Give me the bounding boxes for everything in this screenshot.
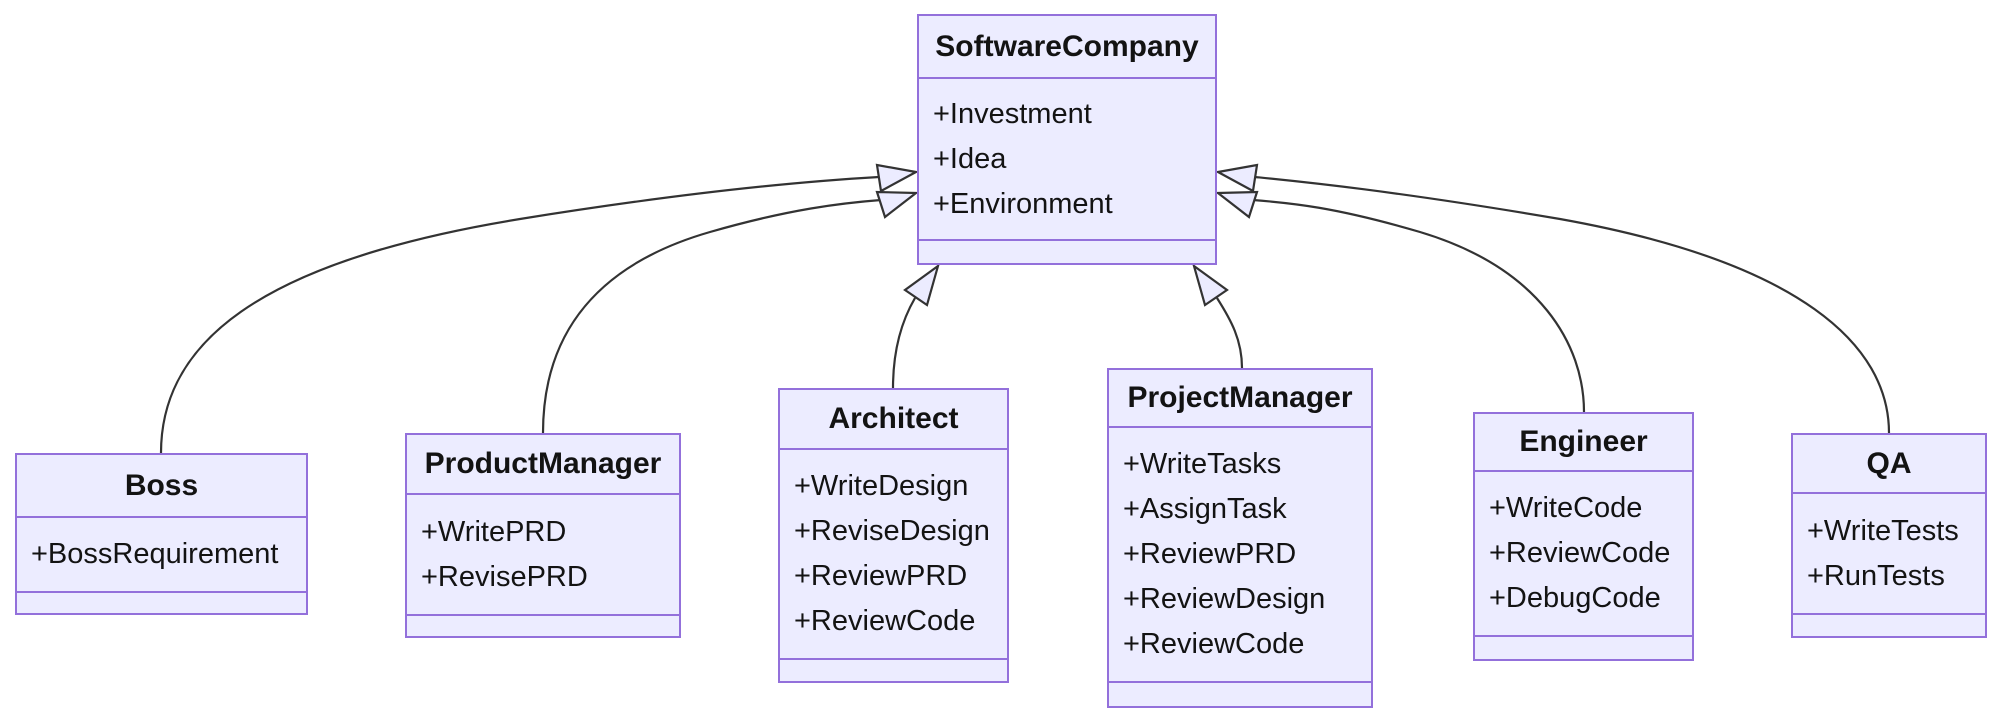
inheritance-arrowhead-boss	[875, 163, 920, 193]
inheritance-arrowhead-architect	[903, 263, 940, 307]
class-member: +BossRequirement	[31, 538, 279, 570]
class-member: +ReviewCode	[794, 605, 976, 637]
inheritance-arrowhead-projectmanager	[1192, 263, 1229, 307]
class-member: +Investment	[933, 97, 1092, 130]
class-member: +ReviewCode	[1489, 537, 1671, 569]
class-box-boss: Boss +BossRequirement	[15, 453, 308, 615]
class-title: Engineer	[1475, 414, 1692, 472]
class-member: +RunTests	[1807, 559, 1945, 592]
class-member: +ReviewDesign	[1123, 583, 1326, 615]
class-members: +WritePRD +RevisePRD	[407, 495, 679, 616]
class-members: +WriteTasks +AssignTask +ReviewPRD +Revi…	[1109, 428, 1371, 683]
class-title: QA	[1793, 435, 1985, 494]
class-methods-empty	[780, 660, 1007, 681]
class-methods-empty	[1109, 683, 1371, 706]
edge-boss-inheritance	[159, 175, 880, 454]
class-methods-empty	[1475, 637, 1692, 659]
class-members: +WriteTests +RunTests	[1793, 494, 1985, 615]
class-methods-empty	[407, 616, 679, 636]
class-member: +WriteTests	[1807, 514, 1959, 547]
class-member: +DebugCode	[1489, 582, 1661, 614]
class-members: +BossRequirement	[17, 518, 306, 593]
class-box-engineer: Engineer +WriteCode +ReviewCode +DebugCo…	[1473, 412, 1694, 661]
class-member: +Environment	[933, 187, 1113, 220]
class-member: +ReviseDesign	[794, 515, 990, 547]
class-member: +ReviewPRD	[1123, 538, 1297, 570]
class-title: SoftwareCompany	[919, 16, 1215, 79]
class-title: Architect	[780, 390, 1007, 450]
edge-architect-inheritance	[891, 297, 916, 389]
edge-engineer-inheritance	[1252, 198, 1586, 413]
class-member: +Idea	[933, 142, 1007, 175]
edge-projectmanager-inheritance	[1216, 297, 1244, 369]
class-title: ProductManager	[407, 435, 679, 495]
class-member: +ReviewPRD	[794, 560, 968, 592]
class-box-projectmanager: ProjectManager +WriteTasks +AssignTask +…	[1107, 368, 1373, 708]
class-methods-empty	[17, 593, 306, 613]
class-member: +WriteCode	[1489, 492, 1643, 524]
inheritance-arrowhead-qa	[1214, 163, 1259, 193]
edge-qa-inheritance	[1254, 175, 1891, 434]
class-member: +AssignTask	[1123, 493, 1287, 525]
class-methods-empty	[1793, 615, 1985, 636]
class-box-architect: Architect +WriteDesign +ReviseDesign +Re…	[778, 388, 1009, 683]
class-members: +WriteDesign +ReviseDesign +ReviewPRD +R…	[780, 450, 1007, 660]
inheritance-arrowhead-productmanager	[875, 190, 920, 219]
class-members: +WriteCode +ReviewCode +DebugCode	[1475, 472, 1692, 637]
class-member: +WritePRD	[421, 515, 567, 548]
class-methods-empty	[919, 241, 1215, 263]
class-member: +WriteTasks	[1123, 448, 1282, 480]
class-box-productmanager: ProductManager +WritePRD +RevisePRD	[405, 433, 681, 638]
class-title: Boss	[17, 455, 306, 518]
class-member: +RevisePRD	[421, 560, 588, 593]
class-members: +Investment +Idea +Environment	[919, 79, 1215, 241]
class-member: +ReviewCode	[1123, 628, 1305, 660]
edge-productmanager-inheritance	[541, 198, 882, 434]
class-member: +WriteDesign	[794, 470, 969, 502]
inheritance-arrowhead-engineer	[1214, 190, 1259, 219]
class-title: ProjectManager	[1109, 370, 1371, 428]
class-box-softwarecompany: SoftwareCompany +Investment +Idea +Envir…	[917, 14, 1217, 265]
class-box-qa: QA +WriteTests +RunTests	[1791, 433, 1987, 638]
